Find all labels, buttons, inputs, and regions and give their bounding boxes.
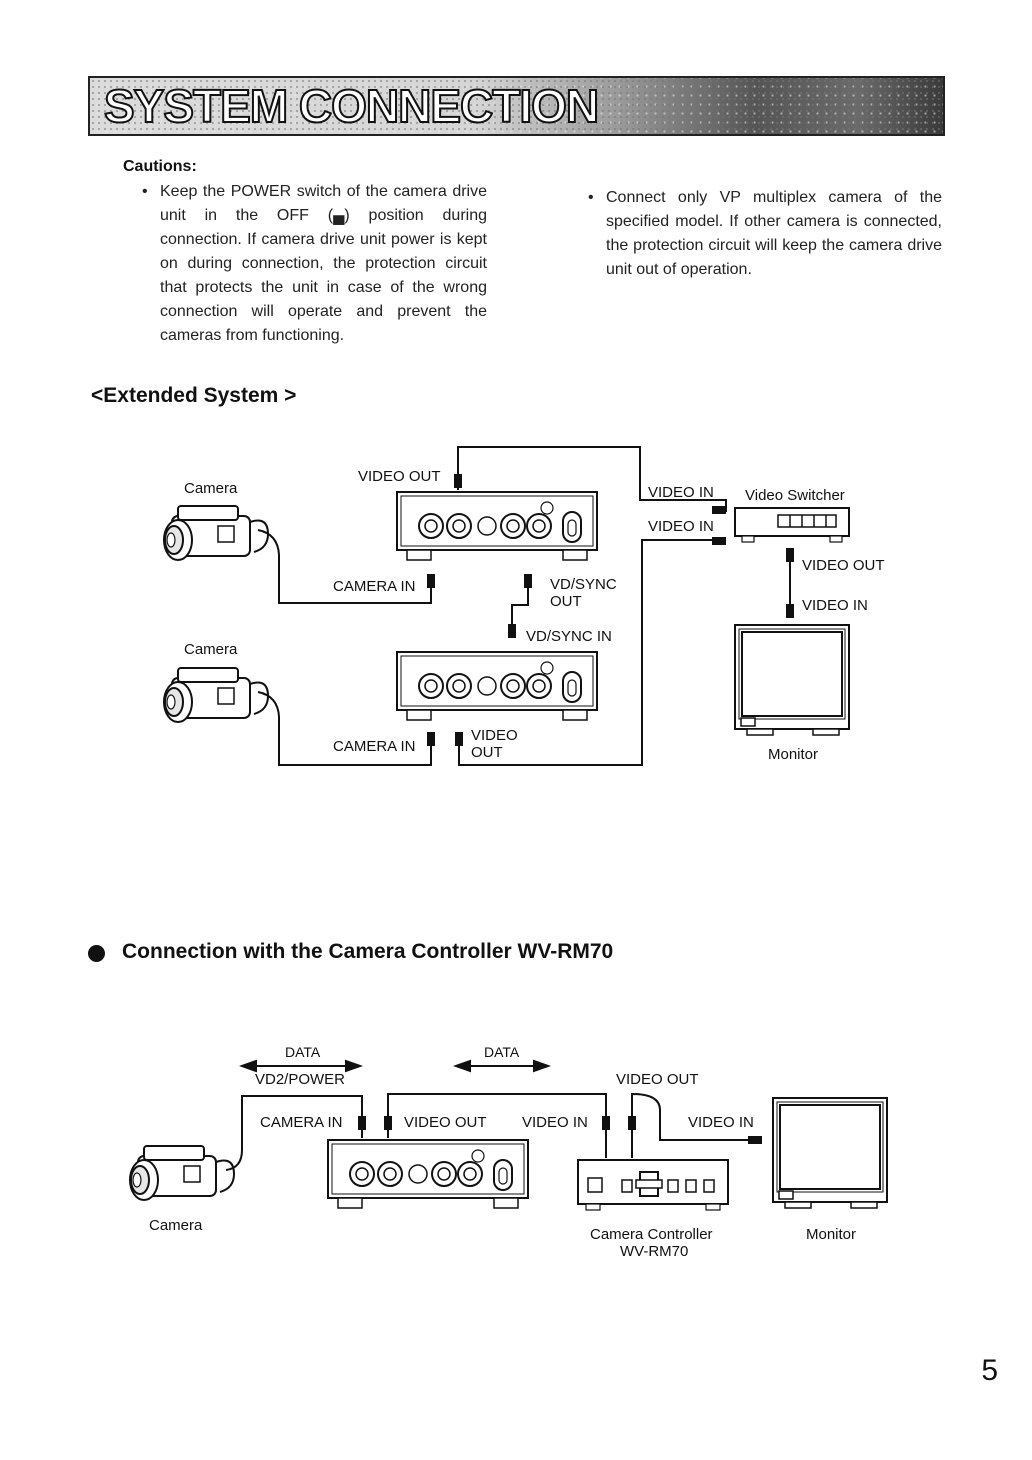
camera-controller-device: [577, 1159, 729, 1211]
camera-in-label-rm70: CAMERA IN: [260, 1114, 343, 1131]
controller-model-label: WV-RM70: [620, 1243, 689, 1260]
video-out-label-top: VIDEO OUT: [358, 468, 441, 485]
monitor-video-in-label: VIDEO IN: [802, 597, 868, 614]
vd-sync-out-label-2: OUT: [550, 593, 582, 610]
vd-sync-out-label: VD/SYNC: [550, 576, 617, 593]
video-out-label-rm70: VIDEO OUT: [404, 1114, 487, 1131]
caution-text-2: Connect only VP multiplex camera of the …: [606, 189, 942, 278]
switcher-video-out-label: VIDEO OUT: [802, 557, 885, 574]
caution-item-2: • Connect only VP multiplex camera of th…: [588, 186, 942, 282]
section-bullet-icon: [88, 945, 105, 962]
camera-3: [129, 1145, 235, 1201]
caution-item-1: • Keep the POWER switch of the camera dr…: [142, 180, 487, 348]
video-in-label-2: VIDEO IN: [648, 518, 714, 535]
drive-unit-3: [327, 1139, 529, 1209]
drive-unit-2: [396, 651, 598, 721]
vd2-power-label: VD2/POWER: [255, 1071, 346, 1088]
video-in-label-controller: VIDEO IN: [522, 1114, 588, 1131]
cautions-heading: Cautions:: [123, 158, 197, 175]
data-label-right: DATA: [484, 1044, 520, 1060]
camera-2-label: Camera: [184, 641, 238, 658]
monitor-2-label: Monitor: [806, 1226, 857, 1243]
monitor-2: [772, 1097, 888, 1209]
bullet-dot: •: [142, 183, 148, 200]
rm70-connectors: [358, 1116, 762, 1144]
data-arrows: [239, 1059, 551, 1073]
camera-in-label-2: CAMERA IN: [333, 738, 416, 755]
monitor-1: [734, 624, 850, 736]
title-banner: SYSTEM CONNECTION: [88, 76, 945, 136]
video-in-label-monitor: VIDEO IN: [688, 1114, 754, 1131]
bullet-dot: •: [588, 189, 594, 206]
video-in-label-1: VIDEO IN: [648, 484, 714, 501]
video-switcher-label: Video Switcher: [745, 487, 845, 504]
caution-text-1: Keep the POWER switch of the camera driv…: [160, 183, 487, 344]
drive-unit-1: [396, 491, 598, 561]
camera-2: [163, 667, 269, 723]
monitor-1-label: Monitor: [768, 746, 819, 763]
video-out-label-bottom: VIDEO: [471, 727, 518, 744]
page-number: 5: [981, 1354, 998, 1387]
camera-3-label: Camera: [149, 1217, 203, 1234]
vd-sync-in-label: VD/SYNC IN: [526, 628, 612, 645]
video-out-label-bottom-2: OUT: [471, 744, 503, 761]
extended-cables: [257, 446, 791, 766]
extended-connectors: [427, 474, 794, 746]
data-label-left: DATA: [285, 1044, 321, 1060]
rm70-section-heading: Connection with the Camera Controller WV…: [122, 940, 614, 963]
camera-1-label: Camera: [184, 480, 238, 497]
controller-label: Camera Controller: [590, 1226, 713, 1243]
page-title: SYSTEM CONNECTION: [103, 79, 600, 133]
extended-system-heading: <Extended System >: [91, 384, 297, 407]
video-switcher-device: [734, 507, 850, 543]
camera-in-label-1: CAMERA IN: [333, 578, 416, 595]
video-out-label-rm70-top: VIDEO OUT: [616, 1071, 699, 1088]
camera-1: [163, 505, 269, 561]
banner-texture: [90, 78, 943, 134]
